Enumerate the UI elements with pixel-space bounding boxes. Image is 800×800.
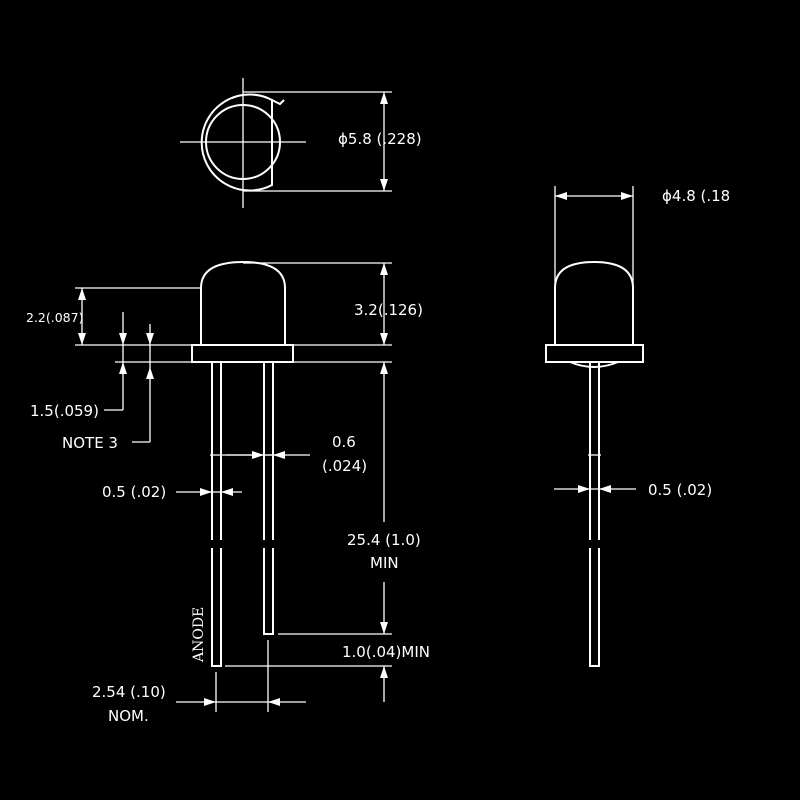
flange-thickness-label: 1.5(.059) — [30, 402, 99, 420]
arrow-left — [555, 192, 567, 200]
lead-length-label-a: 25.4 (1.0) — [347, 531, 421, 549]
arrow-right — [204, 698, 216, 706]
dome-height-label: 2.2(.087) — [26, 310, 83, 325]
arrow-right — [252, 451, 264, 459]
arrow-up — [119, 362, 127, 374]
arrow-right — [200, 488, 212, 496]
side-lens-outline — [554, 260, 634, 345]
side-lens-base-curve — [569, 361, 619, 368]
top-view: ϕ5.8 (.228) — [180, 78, 422, 208]
arrow-up — [380, 362, 388, 374]
front-view: 3.2(.126) 2.2(.087) 1.5(.059) NOTE 3 0.6… — [26, 260, 430, 725]
arrow-right — [578, 485, 590, 493]
arrow-up — [146, 367, 154, 379]
lead-spacing-label-a: 0.6 — [332, 433, 356, 451]
pitch-label-a: 2.54 (.10) — [92, 683, 166, 701]
side-view: ϕ4.8 (.18 0.5 (.02) — [545, 186, 730, 667]
arrow-left — [268, 698, 280, 706]
arrow-down — [146, 333, 154, 345]
anode-label: ANODE — [191, 607, 207, 663]
anode-lead-upper — [211, 362, 222, 540]
arrow-up — [380, 666, 388, 678]
arrow-up — [380, 263, 388, 275]
arrow-left — [273, 451, 285, 459]
lens-height-label: 3.2(.126) — [354, 301, 423, 319]
pitch-label-b: NOM. — [108, 707, 149, 725]
arrow-down — [119, 333, 127, 345]
side-lead-lower — [589, 548, 600, 667]
side-lead-width-label: 0.5 (.02) — [648, 481, 712, 499]
note-3-label: NOTE 3 — [62, 434, 118, 452]
arrow-up — [78, 288, 86, 300]
flange-diameter-label: ϕ4.8 (.18 — [662, 187, 730, 205]
arrow-down — [380, 179, 388, 191]
cathode-lead-lower — [263, 548, 274, 635]
top-view-flat-edge — [271, 99, 285, 106]
lead-offset-label: 1.0(.04)MIN — [342, 643, 430, 661]
arrow-left — [599, 485, 611, 493]
anode-lead-lower — [211, 548, 222, 667]
side-lead-upper — [589, 362, 600, 540]
arrow-up — [380, 92, 388, 104]
arrow-down — [78, 333, 86, 345]
arrow-right — [621, 192, 633, 200]
lead-spacing-label-b: (.024) — [322, 457, 367, 475]
side-flange-outline — [545, 344, 644, 363]
lens-dome-outline — [200, 260, 286, 345]
cathode-lead-upper — [263, 362, 274, 540]
arrow-left — [221, 488, 233, 496]
arrow-down — [380, 333, 388, 345]
lens-diameter-label: ϕ5.8 (.228) — [338, 130, 422, 148]
lead-width-label: 0.5 (.02) — [102, 483, 166, 501]
arrow-down — [380, 622, 388, 634]
flange-outline — [191, 344, 294, 363]
lead-length-label-b: MIN — [370, 554, 399, 572]
